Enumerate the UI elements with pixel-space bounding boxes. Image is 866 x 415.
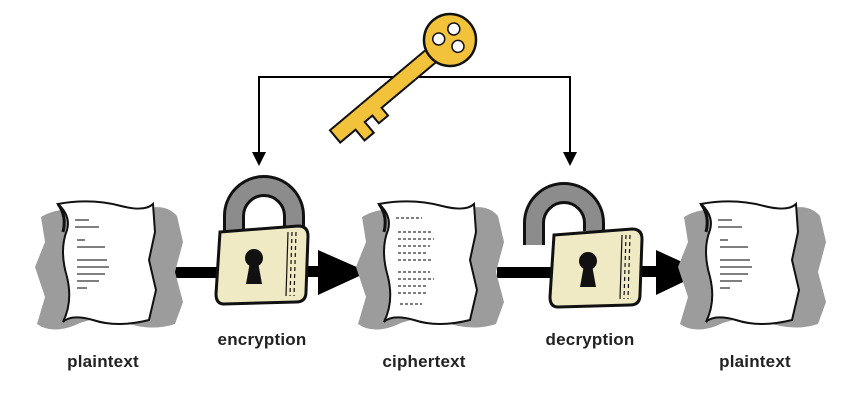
document-icon xyxy=(354,199,506,332)
key-arrow-to-decryption xyxy=(563,152,577,166)
label-plaintext-output: plaintext xyxy=(719,352,791,371)
key-arrow-to-encryption xyxy=(252,152,266,166)
label-ciphertext: ciphertext xyxy=(382,352,466,371)
label-encryption: encryption xyxy=(217,330,307,349)
document-icon xyxy=(676,199,828,332)
closed-padlock-icon xyxy=(214,175,310,306)
document-icon xyxy=(33,199,185,332)
label-plaintext-input: plaintext xyxy=(67,352,139,371)
open-padlock-icon xyxy=(523,182,644,309)
key-bracket xyxy=(258,76,571,155)
label-decryption: decryption xyxy=(545,330,635,349)
key-icon xyxy=(328,12,478,144)
